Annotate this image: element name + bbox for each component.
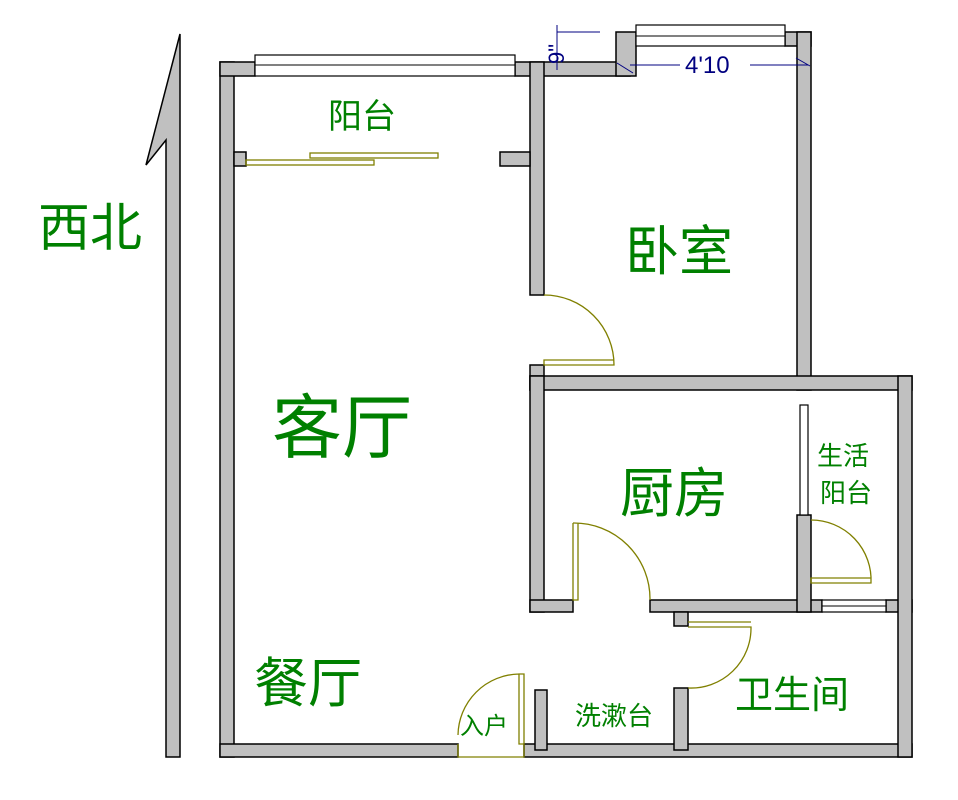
- walls: [219, 31, 913, 758]
- room-label-balcony: 阳台: [328, 97, 396, 137]
- room-label-washbasin: 洗漱台: [575, 702, 653, 732]
- room-label-dining-room: 餐厅: [254, 652, 362, 715]
- north-arrow-icon: [145, 33, 181, 758]
- dimension-lines: [556, 25, 811, 74]
- step-offset-dimension: 9": [544, 44, 569, 64]
- room-label-utility-balcony-1: 生活: [817, 442, 869, 472]
- room-label-bathroom: 卫生间: [735, 673, 849, 717]
- doors: [245, 152, 872, 758]
- room-label-entrance: 入户: [460, 712, 508, 740]
- room-label-bedroom: 卧室: [625, 220, 733, 283]
- room-label-living-room: 客厅: [272, 387, 412, 469]
- compass-label: 西北: [38, 199, 142, 259]
- bedroom-width-dimension: 4'10: [685, 52, 730, 79]
- room-label-kitchen: 厨房: [620, 462, 728, 525]
- room-label-utility-balcony-2: 阳台: [820, 479, 872, 509]
- windows: [254, 24, 887, 613]
